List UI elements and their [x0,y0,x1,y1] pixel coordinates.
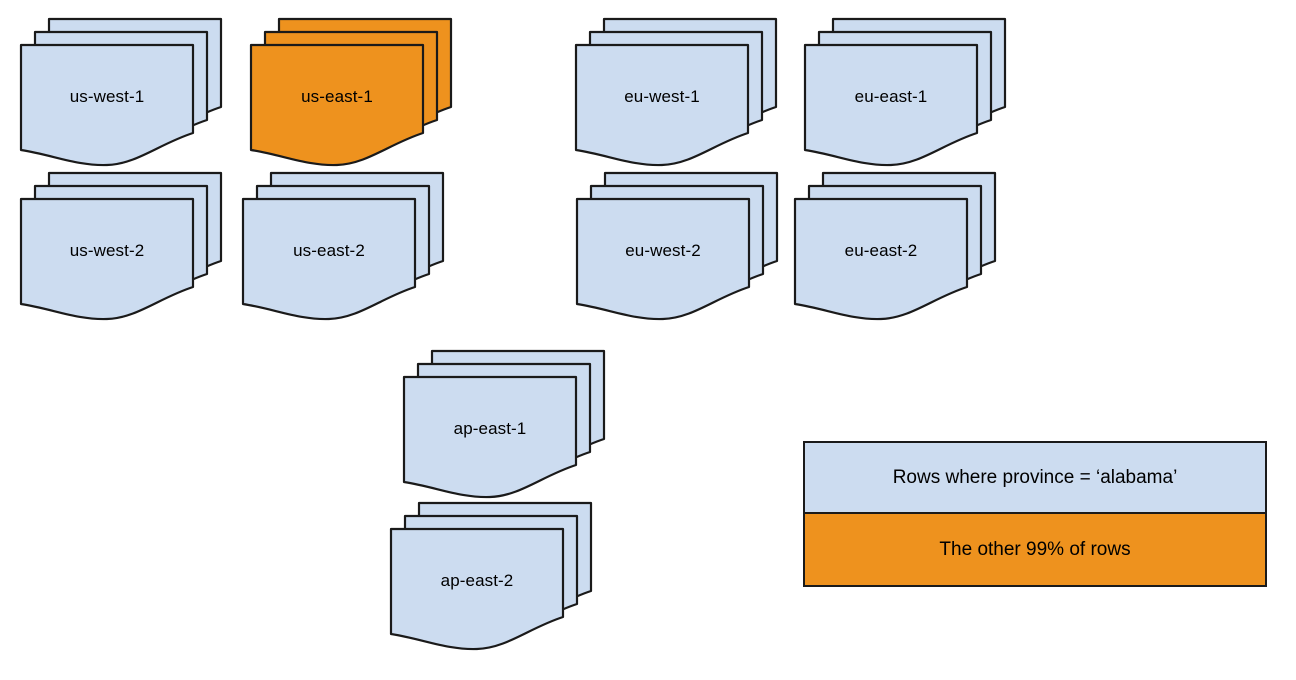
document-sheet: us-west-1 [19,43,195,168]
document-sheet: eu-east-2 [793,197,969,322]
document-sheet: us-east-2 [241,197,417,322]
legend: Rows where province = ‘alabama’ The other… [803,441,1267,587]
document-stack-us-east-1[interactable]: us-east-1 [249,17,471,169]
document-stack-us-east-2[interactable]: us-east-2 [241,171,463,323]
document-stack-us-west-2[interactable]: us-west-2 [19,171,241,323]
document-stack-eu-west-1[interactable]: eu-west-1 [574,17,796,169]
document-stack-eu-east-1[interactable]: eu-east-1 [803,17,1025,169]
document-sheet: us-east-1 [249,43,425,168]
document-stack-eu-east-2[interactable]: eu-east-2 [793,171,1015,323]
document-sheet: ap-east-1 [402,375,578,500]
legend-item-legend-orange: The other 99% of rows [805,514,1265,585]
document-stack-ap-east-2[interactable]: ap-east-2 [389,501,611,653]
document-stack-eu-west-2[interactable]: eu-west-2 [575,171,797,323]
legend-item-label: The other 99% of rows [939,538,1131,560]
legend-item-label: Rows where province = ‘alabama’ [892,466,1178,488]
legend-item-legend-blue: Rows where province = ‘alabama’ [805,443,1265,514]
document-stack-ap-east-1[interactable]: ap-east-1 [402,349,624,501]
document-sheet: eu-west-1 [574,43,750,168]
document-sheet: eu-west-2 [575,197,751,322]
document-sheet: ap-east-2 [389,527,565,652]
document-sheet: eu-east-1 [803,43,979,168]
document-stack-us-west-1[interactable]: us-west-1 [19,17,241,169]
document-sheet: us-west-2 [19,197,195,322]
